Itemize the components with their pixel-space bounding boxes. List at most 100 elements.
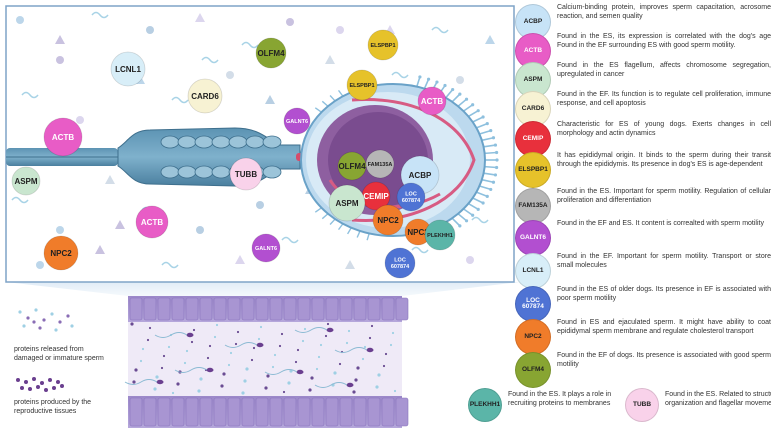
epithelial-cell	[227, 297, 241, 321]
released-protein-dot	[54, 328, 58, 332]
membrane-hair-tip	[418, 75, 422, 79]
small-sperm	[294, 327, 334, 333]
lumen-particle	[132, 380, 136, 384]
lumen-particle	[308, 388, 312, 392]
mitochondrion	[211, 165, 231, 179]
debris-triangle	[95, 245, 105, 254]
lumen-particle	[167, 345, 171, 349]
protein-circle-galnt6: GALNT6	[283, 107, 311, 135]
released-protein-dot	[22, 324, 26, 328]
debris-squiggle	[171, 96, 189, 104]
membrane-hair	[484, 165, 497, 169]
membrane-hair-tip	[489, 128, 493, 133]
protein-circle-label: ELSPBP1	[370, 43, 395, 49]
bottom-legend-icons	[16, 308, 74, 392]
protein-circle-shape	[417, 86, 447, 116]
epithelium-bottom	[129, 397, 409, 427]
mitochondrion	[177, 135, 197, 149]
protein-circle-shape	[11, 166, 41, 196]
debris-dot	[336, 26, 344, 34]
protein-circle-label: ACTB	[52, 133, 74, 142]
debris-triangle	[55, 35, 65, 44]
epithelial-cell	[129, 397, 143, 427]
epithelial-cell	[297, 297, 311, 321]
produced-protein-dot	[52, 386, 56, 390]
legend-circle-tubb: TUBB	[625, 388, 659, 422]
protein-circle-label: 607874	[391, 264, 410, 270]
membrane-hair-tip	[495, 150, 499, 155]
membrane-hair	[472, 116, 484, 123]
lumen-particle	[243, 379, 247, 383]
protein-circle-label: ACTB	[141, 218, 163, 227]
released-protein-dot	[50, 312, 54, 316]
protein-circle-label: OLFM4	[338, 162, 366, 171]
legend-description: Found in the EF and ES. It content is co…	[557, 220, 764, 227]
epithelial-cell	[381, 297, 395, 321]
lumen-particle	[171, 391, 175, 395]
membrane-hair-tip	[471, 213, 475, 217]
lumen-particle	[252, 346, 256, 350]
membrane-hair	[423, 78, 430, 89]
protein-circle-plekhh1: PLEKHH1	[424, 219, 456, 251]
debris-dot	[56, 56, 64, 64]
epithelial-cell	[283, 297, 297, 321]
membrane-hair	[451, 217, 461, 227]
lumen-particle	[245, 367, 249, 371]
membrane-hair-tip	[458, 224, 462, 228]
legend-description: Found in the ES. Related to structural c…	[665, 391, 771, 407]
debris-squiggle	[281, 236, 299, 244]
legend-description: Found in the ES, its expression is corre…	[557, 33, 771, 49]
legend-description: Found in ES and ejaculated sperm. It mig…	[557, 319, 771, 335]
membrane-hair-tip	[426, 77, 431, 81]
protein-circle-shape	[43, 235, 79, 271]
membrane-hair	[337, 89, 344, 97]
epithelial-cell	[269, 297, 283, 321]
released-protein-dot	[34, 308, 38, 312]
membrane-hair-tip	[451, 87, 455, 92]
epithelial-cell	[255, 297, 269, 321]
lumen-particle	[264, 386, 268, 390]
lumen-particle	[352, 390, 356, 394]
released-protein-dot	[42, 318, 46, 322]
protein-circle-label: ACTB	[421, 97, 443, 106]
legend-circle-loc607874: LOC 607874	[515, 286, 551, 322]
produced-protein-dot	[36, 385, 40, 389]
produced-protein-dot	[20, 386, 24, 390]
membrane-hair	[314, 107, 322, 113]
produced-protein-dot	[60, 384, 64, 388]
protein-circle-shape	[283, 107, 311, 135]
released-protein-dot	[32, 320, 36, 324]
debris-dot	[466, 256, 474, 264]
protein-circle-label: NPC2	[50, 249, 72, 258]
membrane-hair	[457, 213, 468, 222]
epithelial-cell	[241, 397, 255, 427]
lumen-particle	[303, 327, 307, 331]
debris-dot	[146, 26, 154, 34]
protein-circle-galnt6: GALNT6	[251, 233, 281, 263]
protein-circle-fam135a: FAM135A	[365, 149, 395, 179]
lumen-particle	[354, 378, 358, 382]
membrane-hair	[329, 218, 336, 225]
lumen-particle	[141, 347, 145, 351]
lumen-particle	[250, 358, 254, 362]
membrane-hair	[346, 227, 352, 235]
produced-protein-dot	[24, 380, 28, 384]
lumen-particle	[271, 365, 275, 369]
protein-circle-label: FAM135A	[368, 162, 393, 168]
membrane-hair-tip	[481, 115, 485, 119]
debris-dot	[56, 226, 64, 234]
lumen-particle	[384, 352, 388, 356]
epithelial-cell	[269, 397, 283, 427]
lumen-particle	[148, 326, 152, 330]
lumen-particle	[162, 354, 166, 358]
mitochondrion	[211, 135, 231, 149]
legend-circle-fam135a: FAM135A	[515, 188, 551, 224]
protein-circle-olfm4: OLFM4	[255, 37, 287, 69]
produced-protein-dot	[28, 387, 32, 391]
membrane-hair	[416, 76, 421, 87]
epithelial-cell	[367, 397, 381, 427]
protein-circle-aspm: ASPM	[11, 166, 41, 196]
protein-circle-shape	[110, 51, 146, 87]
